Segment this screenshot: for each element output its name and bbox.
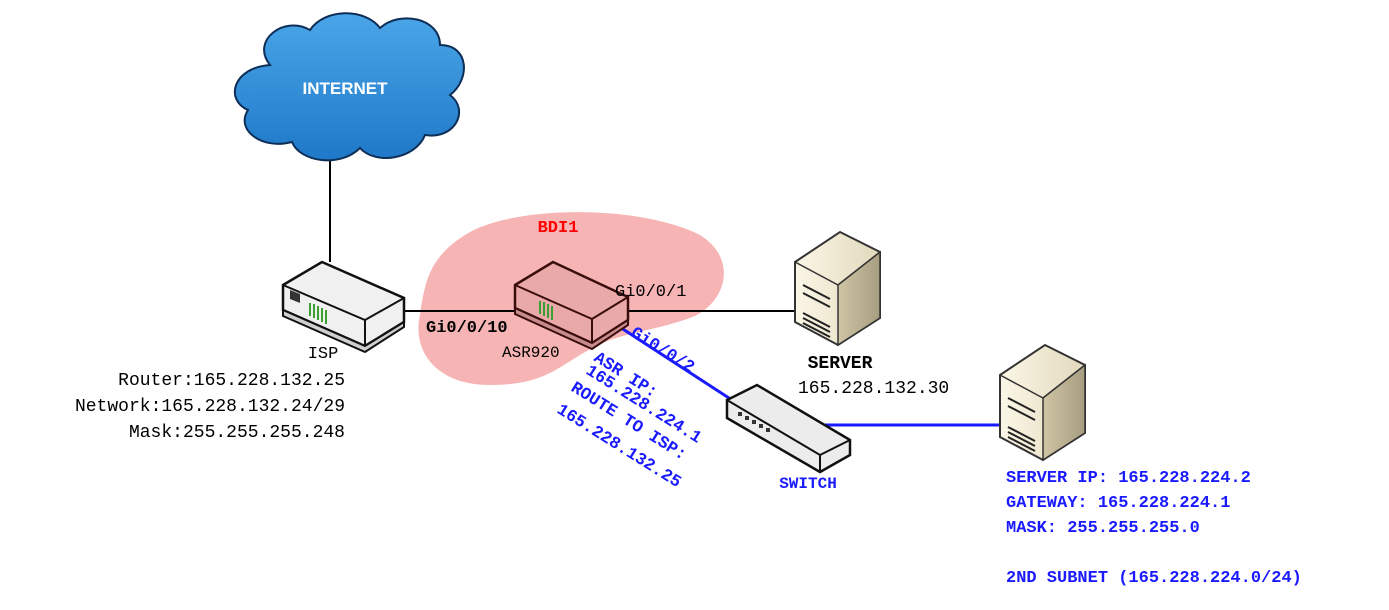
isp-label: ISP (308, 345, 339, 364)
port-gi0-0-1: Gi0/0/1 (615, 283, 686, 302)
link-asr-switch (611, 320, 733, 402)
port-gi0-0-2: Gi0/0/2 (627, 324, 698, 378)
second-subnet: 2ND SUBNET (165.228.224.0/24) (1006, 569, 1302, 588)
internet-cloud-icon: INTERNET (233, 12, 465, 162)
server2-gateway: GATEWAY: 165.228.224.1 (1006, 494, 1230, 513)
server-2-icon (999, 343, 1086, 462)
asr920-router-icon (513, 260, 630, 351)
bdi-label: BDI1 (538, 219, 579, 238)
isp-router-ip: Router:165.228.132.25 (118, 371, 345, 391)
switch-label: SWITCH (779, 475, 837, 493)
switch-icon (725, 383, 852, 474)
server2-ip: SERVER IP: 165.228.224.2 (1006, 469, 1251, 488)
server2-mask: MASK: 255.255.255.0 (1006, 519, 1200, 538)
server-label: SERVER (808, 354, 873, 374)
isp-mask: Mask:255.255.255.248 (129, 423, 345, 443)
asr920-label: ASR920 (502, 344, 560, 362)
server-icon (794, 230, 881, 347)
isp-router-icon (281, 260, 406, 354)
internet-label: INTERNET (303, 79, 389, 98)
server-ip: 165.228.132.30 (798, 379, 949, 399)
port-gi0-0-10: Gi0/0/10 (426, 319, 508, 338)
isp-network: Network:165.228.132.24/29 (75, 397, 345, 417)
